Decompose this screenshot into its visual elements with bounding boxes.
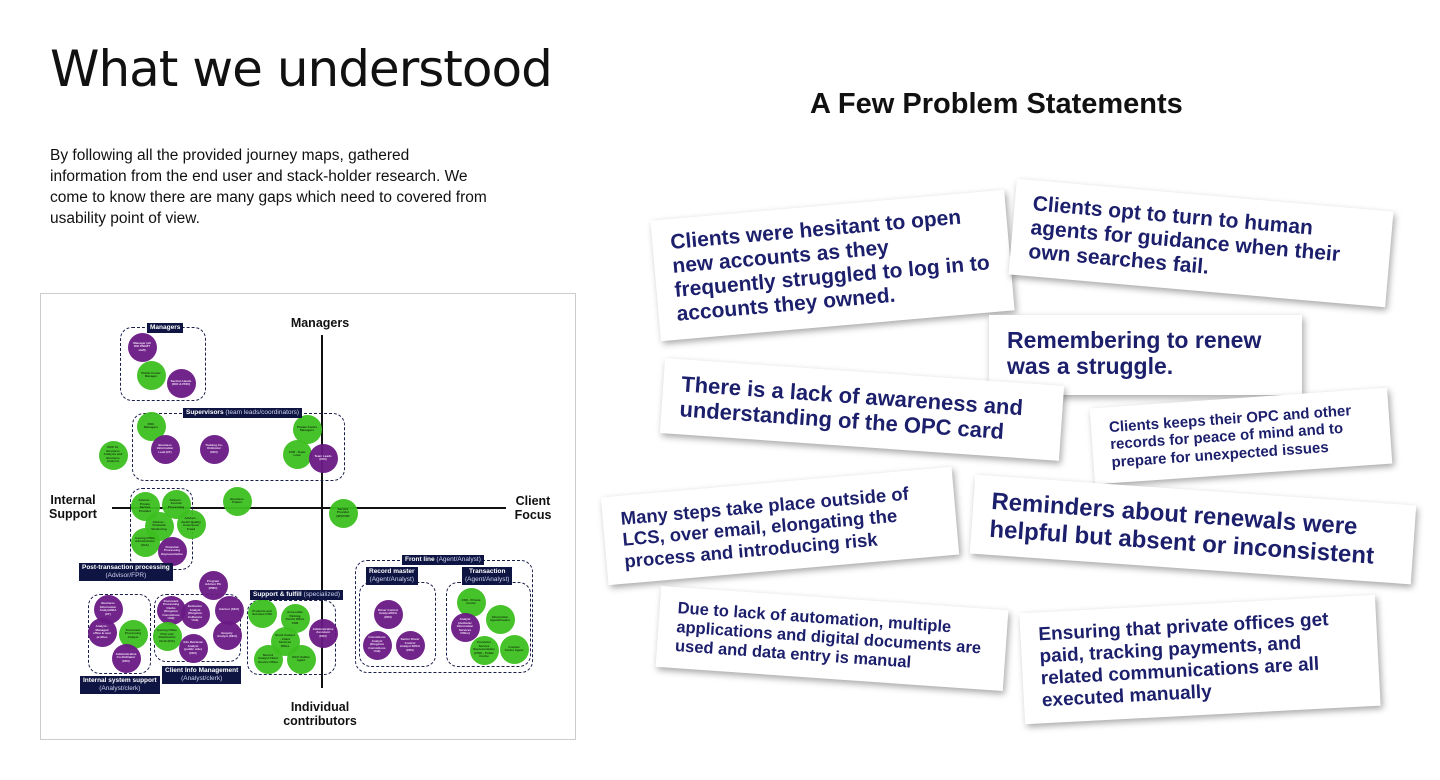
group-title: Transaction: [468, 568, 506, 575]
role-circle: Advisor - Audit/ Quality Assurance/ Frau…: [176, 509, 206, 539]
role-circle: Team Leads (DIO): [308, 443, 338, 473]
role-circle: Administrative Assistant (DIO): [308, 618, 338, 648]
problem-card: Clients were hesitant to open new accoun…: [650, 189, 1015, 341]
group-subtitle: (Analyst/clerk): [181, 675, 223, 682]
role-group-label: Support & fulfill (specialized): [250, 590, 344, 600]
role-circle: Convictions Analyst (Kingston Conviction…: [362, 630, 392, 660]
problem-card: Reminders about renewals were helpful bu…: [969, 474, 1417, 585]
group-title: Internal system support: [83, 677, 157, 684]
role-circle: Manager (all DIO PNO/IT staff): [127, 332, 157, 362]
role-group-label: Record master(Agent/Analyst): [366, 567, 418, 585]
role-circle: Training Co-Ordinator (DIO): [199, 434, 229, 464]
problem-statements-title: A Few Problem Statements: [810, 88, 1183, 120]
group-title: Client Info Management: [165, 667, 239, 674]
axis-label-left: Internal Support: [49, 493, 97, 521]
group-title: Support & fulfill: [253, 591, 302, 598]
group-title: Supervisors: [186, 409, 224, 416]
group-title: Post-transaction processing: [82, 564, 170, 571]
group-subtitle: (Agent/Analyst): [369, 576, 414, 583]
role-circle: Public Center Manager: [136, 360, 166, 390]
problem-card: Many steps take place outside of LCS, ov…: [600, 466, 960, 585]
problem-card: Clients opt to turn to human agents for …: [1008, 178, 1394, 308]
role-circle: CSR - Private Centre: [456, 587, 486, 617]
role-group-label: Front line (Agent/Analyst): [402, 555, 484, 565]
role-group-label: Post-transaction processing(Advisor/FPR): [79, 563, 173, 581]
vertical-axis: [321, 335, 323, 688]
problem-card: Due to lack of automation, multiple appl…: [655, 585, 1009, 691]
role-map-diagram: [40, 293, 576, 740]
role-circle: Driver Control Analyst/DCA (DIO): [373, 599, 403, 629]
group-subtitle: (Analyst/clerk): [99, 685, 141, 692]
group-title: Record master: [369, 568, 415, 575]
role-circle: Section Heads (DIO & PNO): [166, 368, 196, 398]
role-circle: Contact Centre Agent: [499, 634, 529, 664]
role-group-label: Supervisors (team leads/coordinators): [183, 408, 303, 418]
role-circle: Enquiry Analyst (SEU): [212, 620, 242, 650]
slide-title: What we understood: [50, 40, 553, 98]
role-circle: Business Information Lead (I/T): [150, 434, 180, 464]
role-circle: Senior Driver Control Analyst SDCA (DIO): [395, 630, 425, 660]
role-circle: Administrative Co-Ordinator (DIO): [111, 643, 141, 673]
role-circle: Financial Processing Representative: [157, 536, 187, 566]
role-group-label: Internal system support(Analyst/clerk): [80, 676, 160, 694]
role-circle: Advisor (SEU): [214, 595, 244, 625]
role-circle: Information Agent/Greeter: [485, 604, 515, 634]
role-circle: Record Analyst Client Service Office: [253, 644, 283, 674]
group-subtitle: (Agent/Analyst): [436, 556, 481, 563]
group-subtitle: (specialized): [303, 591, 341, 598]
group-title: Front line: [405, 556, 435, 563]
axis-label-top: Managers: [290, 316, 350, 330]
role-circle: Program Advisor PA (PMU): [198, 570, 228, 600]
problem-card: Clients keeps their OPC and other record…: [1089, 387, 1393, 485]
role-circle: CSR - Team Lead: [282, 439, 312, 469]
problem-card: Ensuring that private offices get paid, …: [1019, 594, 1381, 725]
role-circle: Products and Services CSR: [247, 598, 277, 628]
role-group-label: Client Info Management(Analyst/clerk): [162, 666, 242, 684]
group-title: Managers: [150, 324, 181, 331]
intro-paragraph: By following all the provided journey ma…: [50, 147, 487, 227]
role-circle: Service Provider (SP)/CSR: [328, 498, 358, 528]
role-circle: Issuing Office Administrator (IOA): [130, 527, 160, 557]
role-group-label: Managers: [147, 323, 184, 333]
role-circle: Info Retrieval Analyst (public side) (DI…: [178, 633, 208, 663]
group-subtitle: (team leads/coordinators): [225, 409, 300, 416]
role-circle: Business Trainer: [222, 486, 252, 516]
role-circle: Analyst (Authenic Information Services O…: [450, 612, 480, 642]
problem-card: Remembering to renew was a struggle.: [989, 315, 1302, 395]
role-circle: Analyst - Managed office & user profiles: [87, 617, 117, 647]
role-group-label: Transaction(Agent/Analyst): [462, 567, 513, 585]
role-circle: Customer Service Representative (CSR) - …: [469, 635, 499, 665]
role-circle: Exclusion Analyst (Kingston Collisions U…: [180, 599, 210, 629]
group-subtitle: (Advisor/FPR): [105, 572, 147, 579]
axis-label-right: Client Focus: [514, 494, 552, 522]
horizontal-axis: [112, 507, 506, 509]
group-subtitle: (Agent/Analyst): [465, 576, 510, 583]
role-circle: DOC Sr. Business Analysts and Business A…: [98, 440, 128, 470]
axis-label-bottom: Individual contributors: [283, 700, 357, 728]
role-circle: OGV Hotline Agent: [286, 644, 316, 674]
role-circle: Private Centre Managers: [292, 414, 322, 444]
role-circle: Issuing Office Print and Distribution Cl…: [152, 621, 182, 651]
